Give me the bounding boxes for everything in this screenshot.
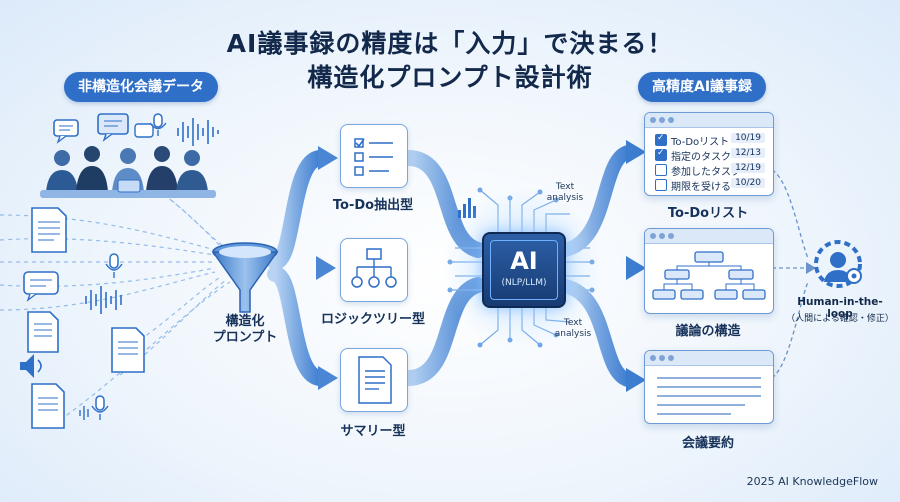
todo-item-text: 参加したタスク [671,167,741,178]
summary-card[interactable] [340,348,408,412]
human-in-the-loop-label: Human-in-the-loop [797,296,883,320]
text-analysis-annotation-bottom: Text analysis [554,318,592,339]
todo-extraction-card[interactable] [340,124,408,188]
funnel-to-cards-arrows [267,150,328,386]
logic-tree-card[interactable] [340,238,408,302]
todo-item-date: 10/20 [731,178,765,188]
document-icon [31,383,65,429]
discussion-structure-label: 議論の構造 [675,324,741,339]
discussion-structure-window [644,228,774,314]
document-icon [358,356,392,404]
sound-wave-icon [79,406,89,420]
todo-extraction-label: To-Do抽出型 [332,198,414,213]
ai-chip-subtitle: (NLP/LLM) [501,278,547,288]
tree-icon [351,248,397,288]
laptop-icon [117,179,141,193]
speech-bubble-icon [134,123,154,138]
document-icon [27,311,59,353]
funnel-to-cards-arrowheads [316,146,338,390]
human-reviewer-icon [814,240,862,288]
chip-to-outputs-arrowheads [626,140,646,392]
todo-item-text: 指定のタスク [671,152,731,163]
funnel-label-line2: プロンプト [212,330,278,345]
todo-item-date: 12/13 [731,148,765,158]
logic-tree-label: ロジックツリー型 [320,312,425,327]
checklist-icon [354,138,393,176]
ai-chip-title: AI [510,247,538,275]
todo-item[interactable]: 期限を受ける 10/20 [655,178,765,193]
todo-item[interactable]: To-Doリスト 10/19 [655,133,765,148]
funnel-icon [211,242,279,313]
document-icon [31,207,67,253]
todo-item-date: 12/19 [731,163,765,173]
sound-wave-lower [85,286,122,314]
feedback-arrowhead [806,262,816,274]
summary-label: サマリー型 [340,424,406,439]
todo-list-label: To-Doリスト [667,206,749,221]
speech-bubble-icon [53,119,79,144]
checkbox-checked-icon[interactable] [655,148,667,161]
meeting-summary-label: 会議要約 [681,436,734,451]
meeting-table [40,190,216,198]
checkbox-checked-icon[interactable] [655,133,667,146]
human-in-the-loop-sublabel: （人間による確認・修正） [786,314,894,324]
feedback-dashed-lines [771,169,809,379]
document-icon [111,327,145,373]
funnel-label-line1: 構造化 [225,314,265,329]
page-title-line1: AI議事録の精度は「入力」で決まる！ [226,29,674,58]
microphone-icon [149,113,167,136]
ai-chip: AI (NLP/LLM) [482,232,566,308]
page-title-line2: 構造化プロンプト設計術 [307,63,593,92]
todo-item[interactable]: 参加したタスク 12/19 [655,163,765,178]
speaker-icon [20,354,42,378]
speech-bubble-icon [23,271,59,302]
todo-item-text: To-Doリスト [671,137,730,148]
sound-wave [177,118,219,146]
summary-lines-icon [657,377,761,415]
todo-item[interactable]: 指定のタスク 12/13 [655,148,765,163]
funnel-label: 構造化 プロンプト [210,314,280,346]
text-analysis-annotation-top: Text analysis [546,182,584,203]
todo-item-text: 期限を受ける [671,182,731,193]
todo-list-window: To-Doリスト 10/19 指定のタスク 12/13 参加したタスク 12/1… [644,112,774,196]
footer-credit: 2025 AI KnowledgeFlow [746,475,878,488]
structure-tree-icon [652,251,766,300]
microphone-icon [91,395,109,420]
unstructured-data-badge: 非構造化会議データ [64,72,218,102]
speech-bubble-icon [97,113,129,142]
unstructured-documents-cluster [20,207,145,429]
checkbox-icon[interactable] [655,179,667,191]
checkbox-icon[interactable] [655,164,667,176]
meeting-summary-window [644,350,774,424]
todo-item-date: 10/19 [731,133,765,143]
microphone-icon [105,253,123,278]
high-precision-minutes-badge: 高精度AI議事録 [638,72,767,102]
meeting-people-illustration [40,113,216,198]
